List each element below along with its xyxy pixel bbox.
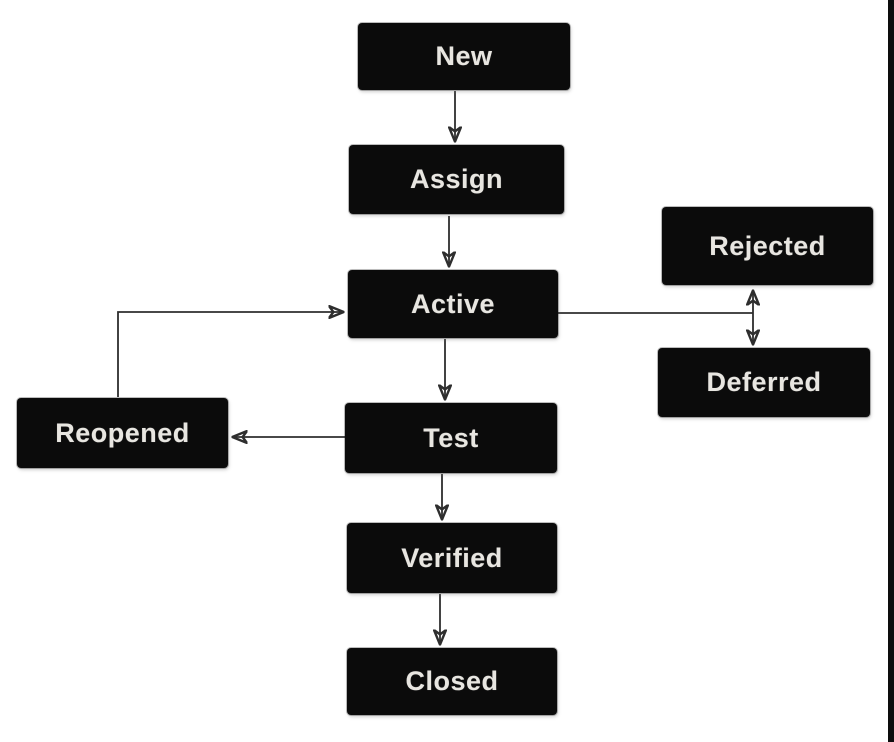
node-new: New [358, 23, 570, 90]
node-closed: Closed [347, 648, 557, 715]
node-closed-label: Closed [405, 666, 499, 696]
node-deferred-label: Deferred [706, 367, 822, 397]
node-verified-label: Verified [401, 542, 503, 573]
node-deferred: Deferred [658, 348, 870, 417]
connector-reopened-active-loop [117, 312, 343, 397]
image-right-edge-strip [888, 0, 894, 742]
node-rejected: Rejected [662, 207, 873, 285]
node-active-label: Active [410, 288, 496, 319]
node-test: Test [345, 403, 557, 473]
node-reopened-label: Reopened [55, 417, 190, 448]
node-new-label: New [435, 41, 493, 71]
node-rejected-label: Rejected [709, 230, 826, 261]
node-assign: Assign [349, 145, 564, 214]
node-assign-label: Assign [409, 164, 504, 194]
node-active: Active [348, 270, 558, 338]
node-verified: Verified [347, 523, 557, 593]
node-test-label: Test [423, 422, 479, 453]
node-reopened: Reopened [17, 398, 228, 468]
